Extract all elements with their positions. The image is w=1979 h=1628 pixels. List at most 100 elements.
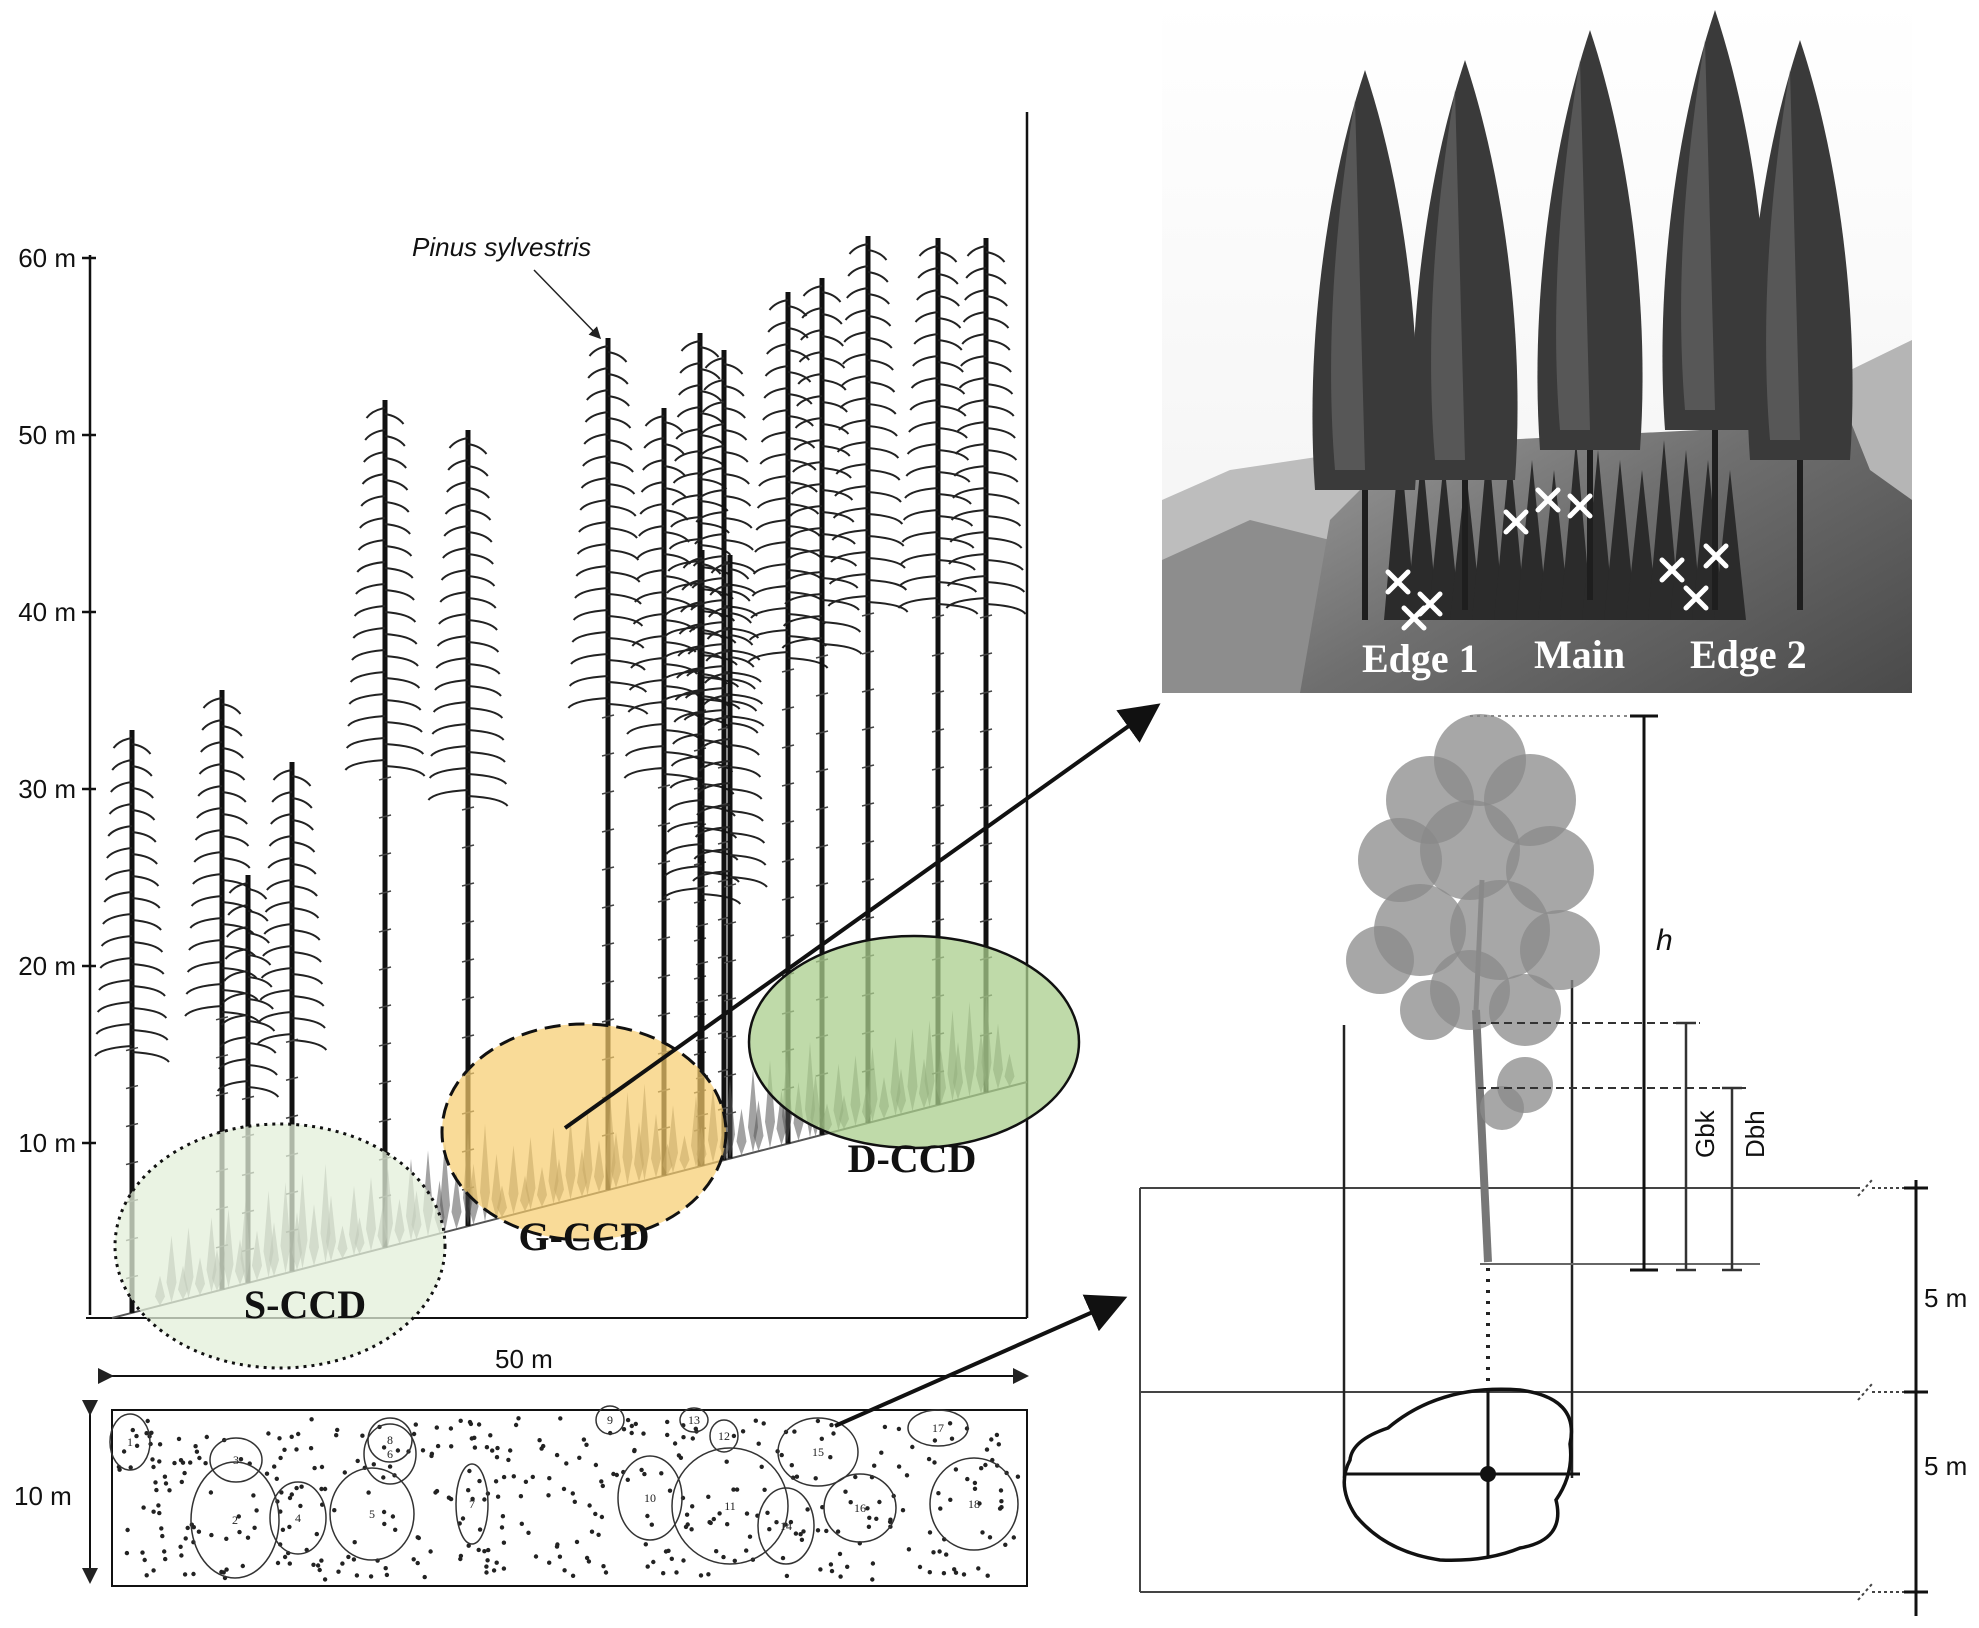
stem-dot xyxy=(601,1564,606,1569)
stem-dot xyxy=(420,1448,426,1453)
stem-dot xyxy=(706,1494,711,1500)
stem-dot xyxy=(501,1566,507,1571)
depth-label: 10 m xyxy=(14,1481,72,1511)
stem-dot xyxy=(996,1442,1001,1447)
stem-dot xyxy=(961,1572,967,1577)
stem-dot xyxy=(926,1456,932,1462)
stem-dot xyxy=(415,1560,420,1566)
stem-dot xyxy=(252,1525,257,1531)
stem-dot xyxy=(932,1438,938,1443)
stem-dot xyxy=(813,1476,818,1481)
stem-dot xyxy=(381,1509,387,1515)
pine-tree xyxy=(344,400,426,1248)
stem-dot xyxy=(853,1474,858,1480)
stem-dot xyxy=(721,1554,726,1560)
tree-measurement-schematic: 5 m 5 m h Gbk Dbh xyxy=(1139,714,1967,1616)
stem-dot xyxy=(296,1431,301,1437)
stem-dot xyxy=(570,1491,575,1496)
stem-dot xyxy=(395,1448,401,1453)
stem-dot xyxy=(936,1491,941,1496)
stem-dot xyxy=(593,1462,599,1468)
stem-dot xyxy=(789,1463,794,1468)
height-tick-label: 40 m xyxy=(18,597,76,627)
stem-dot xyxy=(304,1547,309,1553)
stem-dot xyxy=(997,1506,1003,1511)
stem-dot xyxy=(513,1422,519,1428)
stem-dot xyxy=(476,1422,482,1427)
stem-dot xyxy=(319,1486,324,1492)
stem-dot xyxy=(340,1561,345,1566)
sapling xyxy=(736,1108,747,1156)
stem-dot xyxy=(599,1514,605,1520)
stem-dot xyxy=(665,1419,670,1425)
stem-dot xyxy=(224,1536,229,1542)
stem-dot xyxy=(761,1421,766,1426)
stem-dot xyxy=(882,1424,888,1430)
stem-dot xyxy=(163,1481,169,1486)
stem-dot xyxy=(554,1452,560,1458)
stem-dot xyxy=(435,1443,441,1449)
stem-dot xyxy=(953,1570,959,1575)
stem-dot xyxy=(289,1492,294,1497)
stem-dot xyxy=(157,1442,163,1447)
stem-dot xyxy=(448,1426,454,1431)
g-ccd-label: G-CCD xyxy=(518,1214,649,1259)
stem-dot xyxy=(629,1423,634,1429)
crown-foliage xyxy=(1480,1086,1524,1130)
stem-dot xyxy=(983,1462,988,1468)
stem-dot xyxy=(287,1524,292,1530)
photo-small-tree xyxy=(1516,460,1548,620)
sample-point-marks xyxy=(1385,487,1729,631)
stem-dot xyxy=(706,1572,711,1577)
stem-dot xyxy=(236,1514,241,1519)
stem-dot xyxy=(690,1436,695,1441)
stem-dot xyxy=(159,1526,164,1531)
stem-dot xyxy=(312,1465,317,1471)
stem-dot xyxy=(554,1544,560,1549)
stem-dot xyxy=(332,1508,337,1513)
stem-dot xyxy=(434,1488,440,1494)
stem-dot xyxy=(603,1570,609,1575)
stem-dot xyxy=(278,1455,283,1461)
stem-dot xyxy=(477,1478,482,1484)
stem-dot xyxy=(681,1435,686,1440)
stem-dot xyxy=(516,1416,521,1421)
s-ccd-ellipse xyxy=(113,1122,447,1370)
stem-dot xyxy=(128,1465,133,1470)
sample-point-x xyxy=(1535,487,1561,513)
stem-dot xyxy=(547,1476,552,1481)
stem-dot xyxy=(157,1459,162,1464)
stem-dot xyxy=(672,1441,678,1446)
species-leader-line xyxy=(533,269,602,340)
stem-dot xyxy=(779,1452,784,1458)
stem-dot xyxy=(272,1464,277,1469)
stem-dot xyxy=(547,1560,552,1565)
stem-dot xyxy=(322,1486,328,1492)
sample-point-x xyxy=(1385,569,1411,595)
stem-dot xyxy=(663,1549,669,1554)
stem-dot xyxy=(661,1571,666,1576)
stem-dot xyxy=(731,1433,737,1439)
stem-dot xyxy=(896,1464,902,1469)
stem-dot xyxy=(371,1462,376,1467)
sample-tree xyxy=(1346,714,1600,1263)
stem-dot xyxy=(762,1487,767,1493)
stem-dot xyxy=(600,1483,605,1489)
crown-number: 13 xyxy=(688,1413,700,1427)
stand-profile: 60 m50 m40 m30 m20 m10 m Pinus sylvestri… xyxy=(18,112,1081,1384)
photo-small-tree xyxy=(1648,440,1680,620)
stem-dot xyxy=(449,1444,454,1449)
photo-trees xyxy=(1312,10,1853,620)
stem-dot xyxy=(734,1487,740,1492)
crown-foliage xyxy=(1520,910,1600,990)
photo-label-main: Main xyxy=(1534,632,1625,677)
stem-dot xyxy=(484,1564,489,1569)
s-ccd-label: S-CCD xyxy=(244,1282,366,1327)
sapling xyxy=(725,1078,735,1159)
stem-dot xyxy=(667,1488,673,1493)
stem-dot xyxy=(589,1529,595,1534)
stem-positions xyxy=(116,1416,1021,1582)
stem-dot xyxy=(134,1443,140,1449)
stem-dot xyxy=(511,1474,516,1479)
